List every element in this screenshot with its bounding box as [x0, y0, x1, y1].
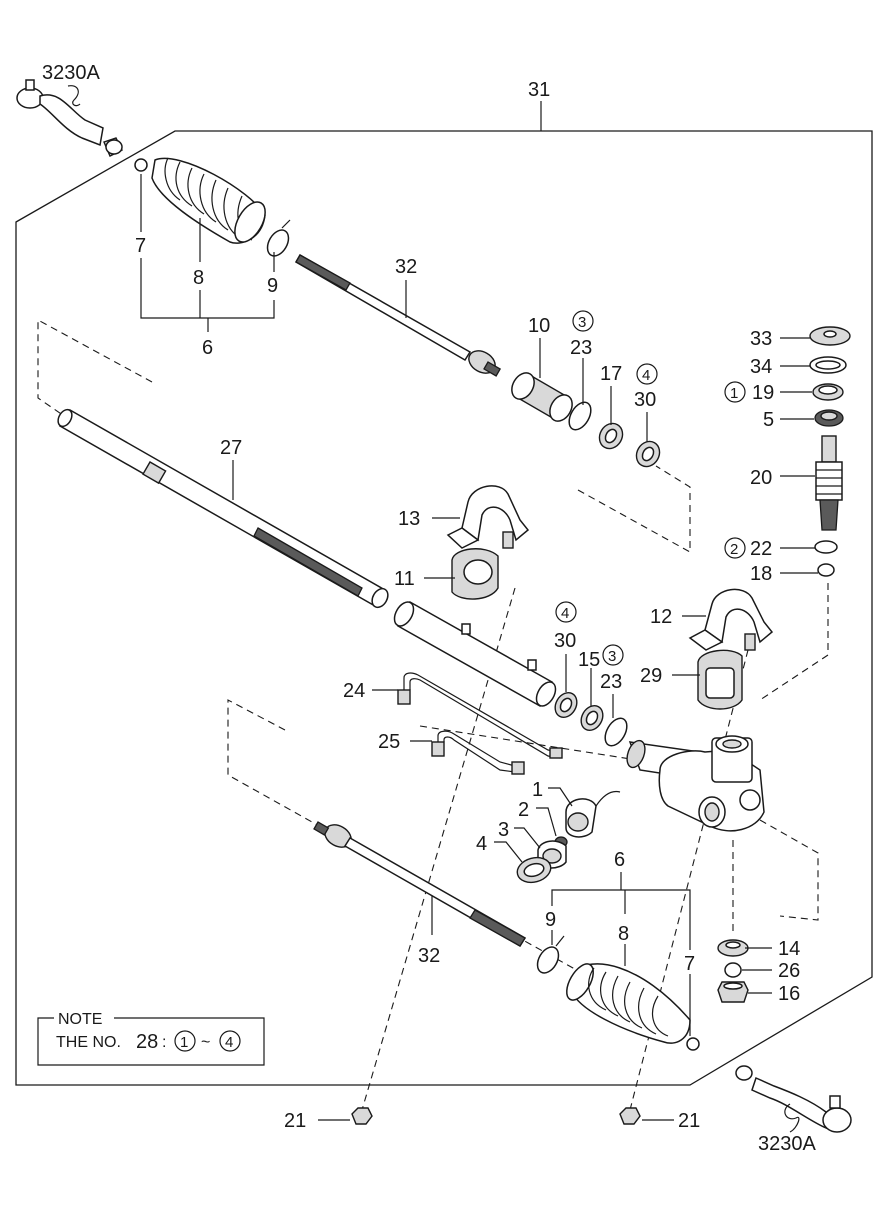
label-30-top: 30: [634, 389, 656, 411]
bushing-10: [511, 372, 573, 422]
label-17: 17: [600, 363, 622, 385]
note-box: NOTE THE NO. 28 : 1 ~ 4: [37, 1011, 265, 1066]
label-18: 18: [750, 563, 772, 585]
seal-30-top: [635, 440, 661, 468]
label-6-left: 6: [202, 337, 213, 359]
label-10: 10: [528, 315, 550, 337]
mount-29: [697, 649, 743, 710]
label-34: 34: [750, 356, 772, 378]
boot-right: [536, 935, 700, 1051]
label-5: 5: [763, 409, 774, 431]
assembly-frame: [15, 130, 873, 1086]
oring-23-top: [568, 401, 592, 431]
note-tilde: ~: [201, 1034, 210, 1051]
label-12: 12: [650, 606, 672, 628]
label-21-right: 21: [678, 1110, 700, 1132]
note-number: 28: [136, 1031, 158, 1053]
svg-text:4: 4: [561, 605, 569, 622]
label-26: 26: [778, 960, 800, 982]
seal-17: [598, 422, 624, 450]
label-14: 14: [778, 938, 800, 960]
boot-left: [134, 157, 291, 257]
svg-text:3: 3: [578, 314, 586, 331]
tie-rod-end-bottom: [735, 1065, 852, 1133]
plug-16: [717, 981, 749, 1003]
rack-support-yoke: [516, 790, 621, 884]
kit-mark-4-top: 4: [636, 363, 658, 385]
label-16: 16: [778, 983, 800, 1005]
label-7-left: 7: [135, 235, 146, 257]
kit-mark-3-top: 3: [572, 310, 594, 332]
clamp-12: [688, 588, 774, 651]
phantom-lines: [37, 319, 829, 1111]
inner-rod-top: [294, 253, 502, 377]
label-15: 15: [578, 649, 600, 671]
svg-text:3: 3: [608, 648, 616, 665]
label-6-right: 6: [614, 849, 625, 871]
label-30-mid: 30: [554, 630, 576, 652]
washer-26: [724, 962, 742, 978]
rack-27: [57, 408, 389, 609]
label-1: 1: [532, 779, 543, 801]
pipe-25: [431, 730, 525, 775]
note-to: 4: [225, 1034, 233, 1051]
label-32-bottom: 32: [418, 945, 440, 967]
label-21-left: 21: [284, 1110, 306, 1132]
label-23-mid: 23: [600, 671, 622, 693]
gear-housing: [626, 735, 765, 832]
bolt-21-right: [619, 1107, 641, 1125]
label-7-right: 7: [684, 953, 695, 975]
label-22: 22: [750, 538, 772, 560]
pinion-stack: [809, 326, 851, 577]
seal-30-mid: [554, 691, 578, 719]
pipe-24: [397, 672, 563, 759]
label-13: 13: [398, 508, 420, 530]
clamp-13: [446, 485, 530, 549]
kit-mark-1: 1: [724, 381, 746, 403]
kit-mark-4-mid: 4: [555, 601, 577, 623]
oring-23-mid: [604, 717, 628, 747]
label-23-top: 23: [570, 337, 592, 359]
leader-lines: [140, 174, 818, 1121]
label-11: 11: [394, 568, 415, 590]
label-27: 27: [220, 437, 242, 459]
kit-mark-2: 2: [724, 537, 746, 559]
label-3: 3: [498, 819, 509, 841]
label-29: 29: [640, 665, 662, 687]
note-heading: NOTE: [58, 1011, 102, 1028]
label-8-right: 8: [618, 923, 629, 945]
label-19: 19: [752, 382, 774, 404]
nut-14: [717, 939, 749, 957]
note-from: 1: [180, 1034, 188, 1051]
svg-text:2: 2: [730, 541, 738, 558]
label-4: 4: [476, 833, 487, 855]
label-3230a-top: 3230A: [42, 62, 100, 84]
label-33: 33: [750, 328, 772, 350]
label-2: 2: [518, 799, 529, 821]
kit-mark-3-mid: 3: [602, 644, 624, 666]
svg-text:4: 4: [642, 367, 650, 384]
inner-rod-bottom: [313, 821, 527, 948]
tie-rod-end-top: [16, 79, 123, 157]
label-31: 31: [528, 79, 550, 101]
label-20: 20: [750, 467, 772, 489]
label-9-left: 9: [267, 275, 278, 297]
bolt-21-left: [351, 1107, 373, 1125]
note-colon: :: [162, 1034, 166, 1051]
label-32-top: 32: [395, 256, 417, 278]
label-25: 25: [378, 731, 400, 753]
label-24: 24: [343, 680, 365, 702]
label-8-left: 8: [193, 267, 204, 289]
label-9-right: 9: [545, 909, 556, 931]
rack-tube: [393, 600, 557, 708]
seal-15: [580, 704, 604, 732]
note-prefix: THE NO.: [56, 1034, 121, 1051]
label-3230a-bottom: 3230A: [758, 1133, 816, 1155]
callout-labels: 3230A 31 7 8 9 6 32 10 23 17 30 33 34 19…: [42, 62, 816, 1155]
mount-11: [451, 548, 499, 600]
svg-text:1: 1: [730, 385, 738, 402]
